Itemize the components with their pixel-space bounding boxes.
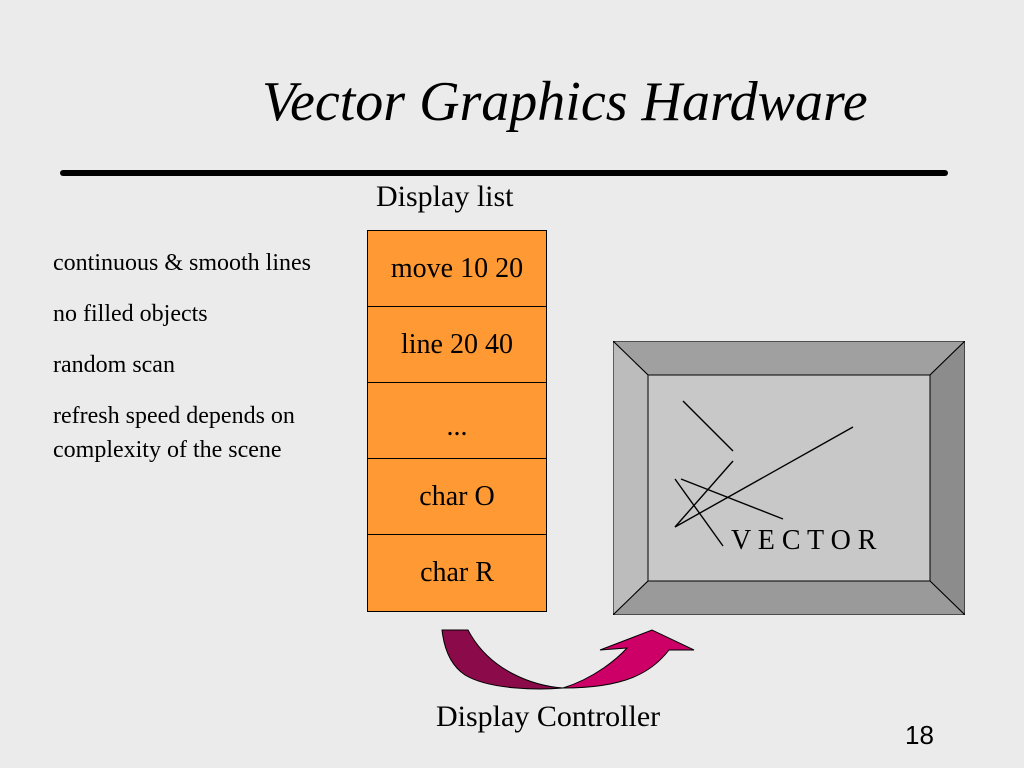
vector-line bbox=[680, 478, 784, 520]
display-list-item: ... bbox=[368, 383, 546, 459]
feature-item: no filled objects bbox=[53, 301, 208, 327]
monitor-bezel-top bbox=[613, 341, 965, 376]
display-list-item: line 20 40 bbox=[368, 307, 546, 383]
display-list-item: move 10 20 bbox=[368, 231, 546, 307]
display-list-item: char R bbox=[420, 557, 494, 588]
feature-list: continuous & smooth lines no filled obje… bbox=[53, 246, 333, 484]
feature-item: random scan bbox=[53, 352, 175, 378]
vector-line bbox=[674, 426, 854, 528]
feature-item: refresh speed depends on complexity of t… bbox=[53, 403, 295, 463]
vector-strokes bbox=[674, 400, 854, 547]
monitor-label: V E C T O R bbox=[731, 525, 877, 556]
vector-monitor: V E C T O R bbox=[613, 341, 965, 615]
vector-line bbox=[674, 460, 734, 528]
monitor-bezel-right bbox=[929, 341, 965, 615]
slide-title: Vector Graphics Hardware bbox=[262, 71, 868, 133]
monitor-screen bbox=[647, 374, 931, 582]
display-list-box: move 10 20 line 20 40 ... char O char R bbox=[367, 230, 547, 612]
arrow-tail bbox=[441, 629, 564, 690]
monitor-bezel-bottom bbox=[613, 580, 965, 615]
arrow-head bbox=[562, 629, 695, 689]
vector-line bbox=[674, 478, 724, 547]
page-number: 18 bbox=[905, 720, 934, 750]
display-list-caption: Display list bbox=[376, 180, 514, 213]
display-controller-label: Display Controller bbox=[436, 700, 661, 733]
display-list-item: char O bbox=[368, 459, 546, 535]
vector-line bbox=[682, 400, 734, 452]
feature-item: continuous & smooth lines bbox=[53, 250, 311, 276]
title-divider bbox=[60, 170, 948, 176]
curved-arrow-icon bbox=[441, 629, 695, 690]
monitor-bezel-left bbox=[613, 341, 649, 615]
